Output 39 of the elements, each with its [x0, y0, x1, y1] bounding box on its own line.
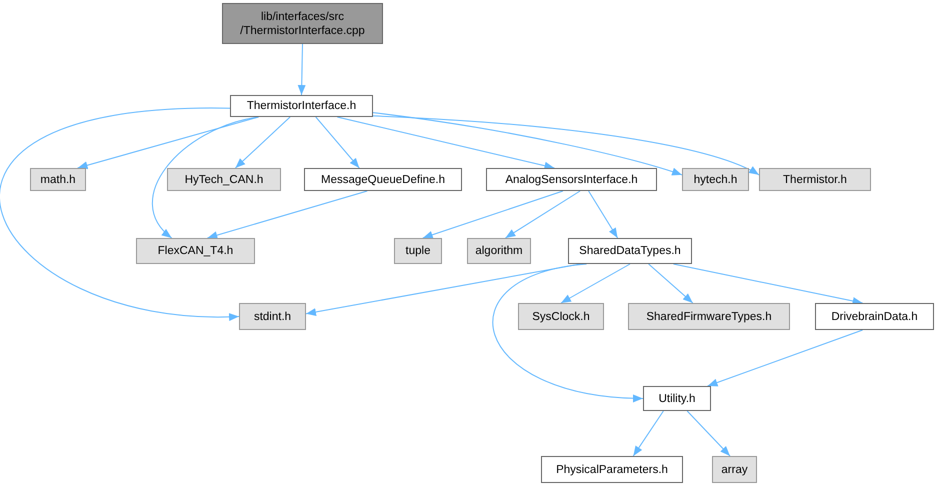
file-box: MessageQueueDefine.h: [304, 168, 462, 191]
arrow: [234, 116, 291, 168]
file-box: ThermistorInterface.h: [230, 95, 373, 117]
file-box: DrivebrainData.h: [815, 303, 934, 330]
arrow: [206, 190, 368, 240]
file-box: stdint.h: [239, 303, 306, 330]
file-box: hytech.h: [682, 168, 749, 191]
arrow: [298, 44, 306, 96]
arrow: [422, 190, 564, 239]
file-box: Thermistor.h: [759, 168, 871, 191]
arrow: [588, 190, 618, 238]
arrow: [492, 264, 644, 402]
file-box: SharedFirmwareTypes.h: [628, 303, 790, 330]
arrow: [672, 264, 864, 305]
file-box: AnalogSensorsInterface.h: [486, 168, 657, 191]
file-box: algorithm: [467, 238, 531, 264]
arrow: [632, 410, 664, 456]
arrow: [372, 115, 760, 176]
file-box: array: [712, 456, 757, 483]
file-box: Utility.h: [643, 386, 711, 411]
file-box: tuple: [394, 238, 442, 264]
file-box: SysClock.h: [518, 303, 604, 330]
arrow: [648, 264, 694, 304]
arrow: [504, 190, 581, 238]
arrow: [315, 116, 360, 168]
arrow: [686, 410, 730, 456]
arrow: [372, 112, 682, 176]
arrow: [152, 116, 260, 238]
arrow: [0, 108, 240, 320]
file-box: PhysicalParameters.h: [541, 456, 683, 483]
file-box: lib/interfaces/src /ThermistorInterface.cpp: [222, 3, 383, 44]
arrow: [336, 116, 555, 170]
file-box: FlexCAN_T4.h: [136, 238, 255, 264]
file-box: math.h: [30, 168, 86, 191]
arrow: [707, 330, 864, 386]
arrow: [77, 116, 260, 170]
file-box: HyTech_CAN.h: [167, 168, 281, 191]
arrow: [560, 264, 630, 304]
file-box: SharedDataTypes.h: [568, 238, 692, 264]
